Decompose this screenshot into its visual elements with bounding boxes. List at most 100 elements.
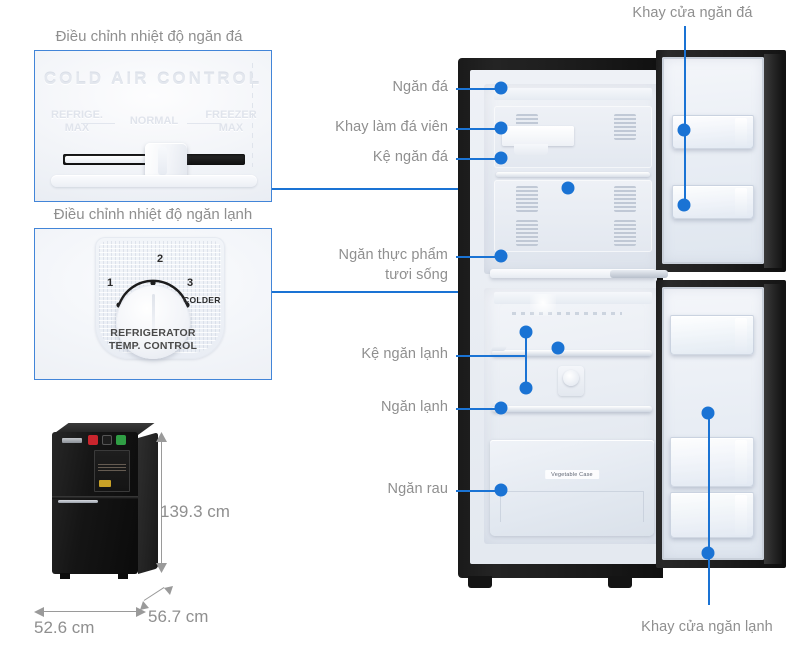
- callout-fresh-food-compartment: Ngăn thực phẩm tươi sống: [338, 247, 448, 283]
- energy-label-sticker: [94, 450, 130, 492]
- badge-green: [116, 435, 126, 445]
- fridge-door-bin-middle: [670, 437, 754, 487]
- arrowhead-left-icon: [34, 607, 44, 617]
- leader-fridge-door-bins-2: [708, 553, 710, 605]
- interior-lamp: [530, 294, 556, 316]
- dot-freezer-door-bin-lower: [677, 198, 691, 212]
- freezer-temp-control-panel: COLD AIR CONTROL REFRIGE. MAX NORMAL FRE…: [34, 50, 272, 202]
- detail-panel-2-title: Điều chỉnh nhiệt độ ngăn lạnh: [53, 206, 253, 223]
- fridge-door-bin-bottom: [670, 492, 754, 538]
- dial-number-1: 1: [107, 277, 114, 289]
- mini-fridge-side: [138, 432, 158, 574]
- dial-number-2: 2: [157, 253, 164, 265]
- fridge-shelf-art-2: [492, 406, 652, 412]
- cabinet-foot: [608, 576, 632, 588]
- arrowhead-right-icon: [136, 607, 146, 617]
- connector-panel2-h: [272, 291, 560, 293]
- scale-label-refrige-max: REFRIGE. MAX: [51, 109, 103, 134]
- dot-freezer-inner-shelf: [561, 181, 575, 195]
- fridge-shelf-art-1: [492, 350, 652, 356]
- vegetable-case-art: Vegetable Case: [490, 440, 654, 536]
- fridge-temp-knob-art[interactable]: [558, 366, 584, 396]
- callout-freezer-door-bins: Khay cửa ngăn đá: [632, 5, 753, 21]
- arrowhead-up-icon: [156, 432, 167, 442]
- arrowhead-depth-near-icon: [140, 601, 149, 610]
- dot-fridge-shelf-upper: [519, 325, 533, 339]
- badge-cluster: [88, 434, 136, 446]
- product-dimension-illustration: [52, 423, 172, 582]
- door-split-line: [52, 496, 138, 499]
- freezer-door[interactable]: [656, 50, 786, 272]
- callout-freezer-compartment: Ngăn đá: [392, 79, 448, 95]
- leader-fridge-compartment: [456, 408, 500, 410]
- callout-fridge-door-bins: Khay cửa ngăn lạnh: [641, 619, 773, 635]
- scale-label-freezer-max: FREEZER MAX: [205, 109, 257, 134]
- vent-grille: [614, 186, 636, 212]
- callout-fridge-shelf: Kệ ngăn lạnh: [361, 346, 448, 362]
- freezer-shelf-art: [496, 172, 650, 177]
- dot-fridge-compartment: [494, 401, 508, 415]
- leader-fresh-food-compartment: [456, 256, 500, 258]
- dimension-width: 52.6 cm: [34, 618, 95, 637]
- vent-grille: [614, 220, 636, 246]
- freezer-compartment-art: [484, 84, 660, 278]
- dot-ice-cube-tray: [494, 121, 508, 135]
- leader-ice-cube-tray: [456, 128, 500, 130]
- dim-line-width: [40, 611, 140, 612]
- dial-label-colder: COLDER: [183, 295, 221, 305]
- arrowhead-down-icon: [156, 563, 167, 573]
- fresh-food-compartment-art: Vegetable Case: [484, 288, 660, 544]
- arrowhead-depth-far-icon: [164, 586, 173, 595]
- dimension-height: 139.3 cm: [160, 502, 230, 521]
- scale-label-normal: NORMAL: [129, 115, 179, 127]
- dimension-depth: 56.7 cm: [148, 607, 209, 626]
- leader-vegetable-compartment: [456, 490, 500, 492]
- mini-door-handle: [58, 500, 98, 503]
- callout-vegetable-compartment: Ngăn rau: [387, 481, 448, 497]
- vent-grille: [516, 220, 538, 246]
- door-handle[interactable]: [610, 270, 668, 278]
- fridge-door[interactable]: [656, 280, 786, 568]
- dot-vegetable-compartment: [494, 483, 508, 497]
- brand-logo: [62, 438, 82, 443]
- mini-fridge-body: [52, 432, 138, 579]
- panel-bottom-rail: [51, 175, 257, 187]
- dot-fridge-temp-knob: [551, 341, 565, 355]
- vent-grille: [516, 186, 538, 212]
- leader-fridge-door-bins: [708, 413, 710, 553]
- freezer-door-face: [662, 57, 764, 264]
- detail-panel-1-title: Điều chỉnh nhiệt độ ngăn đá: [55, 28, 243, 45]
- ice-cube-tray-art: [502, 126, 574, 155]
- fridge-vent-dashes: [512, 312, 622, 315]
- fridge-door-edge: [764, 284, 782, 564]
- fridge-temp-control-panel: 1 2 3 COLDER REFRIGERATOR TEMP. CONTROL: [34, 228, 272, 380]
- freezer-door-edge: [764, 54, 782, 268]
- slider-track-filled: [65, 156, 151, 163]
- badge-red: [88, 435, 98, 445]
- mini-foot: [60, 573, 70, 579]
- cold-air-control-embossed-text: COLD AIR CONTROL: [43, 69, 263, 88]
- dot-freezer-compartment: [494, 81, 508, 95]
- fridge-door-face: [662, 287, 764, 560]
- dot-fresh-food-compartment: [494, 249, 508, 263]
- cabinet-foot: [468, 576, 492, 588]
- badge-dark: [102, 435, 112, 445]
- refrigerator-cutaway-illustration: Vegetable Case: [458, 50, 788, 588]
- leader-freezer-compartment: [456, 88, 500, 90]
- freezer-bottom-divider: [490, 269, 656, 278]
- slider-knob[interactable]: [145, 143, 187, 179]
- arrow-right-icon: [187, 123, 221, 124]
- mini-foot: [118, 573, 128, 579]
- dot-fridge-shelf-lower: [519, 381, 533, 395]
- leader-fridge-shelf-h: [456, 355, 526, 357]
- dim-line-height: [161, 438, 162, 568]
- dot-freezer-shelf: [494, 151, 508, 165]
- leader-fridge-shelf-v: [525, 332, 527, 391]
- panel-seam-line: [252, 63, 253, 167]
- vegetable-case-label: Vegetable Case: [545, 470, 599, 479]
- leader-freezer-shelf: [456, 158, 500, 160]
- freezer-top-strip: [494, 88, 652, 100]
- leader-freezer-door-bins: [684, 26, 686, 130]
- arrow-left-icon: [81, 123, 115, 124]
- temperature-dial[interactable]: [116, 285, 190, 359]
